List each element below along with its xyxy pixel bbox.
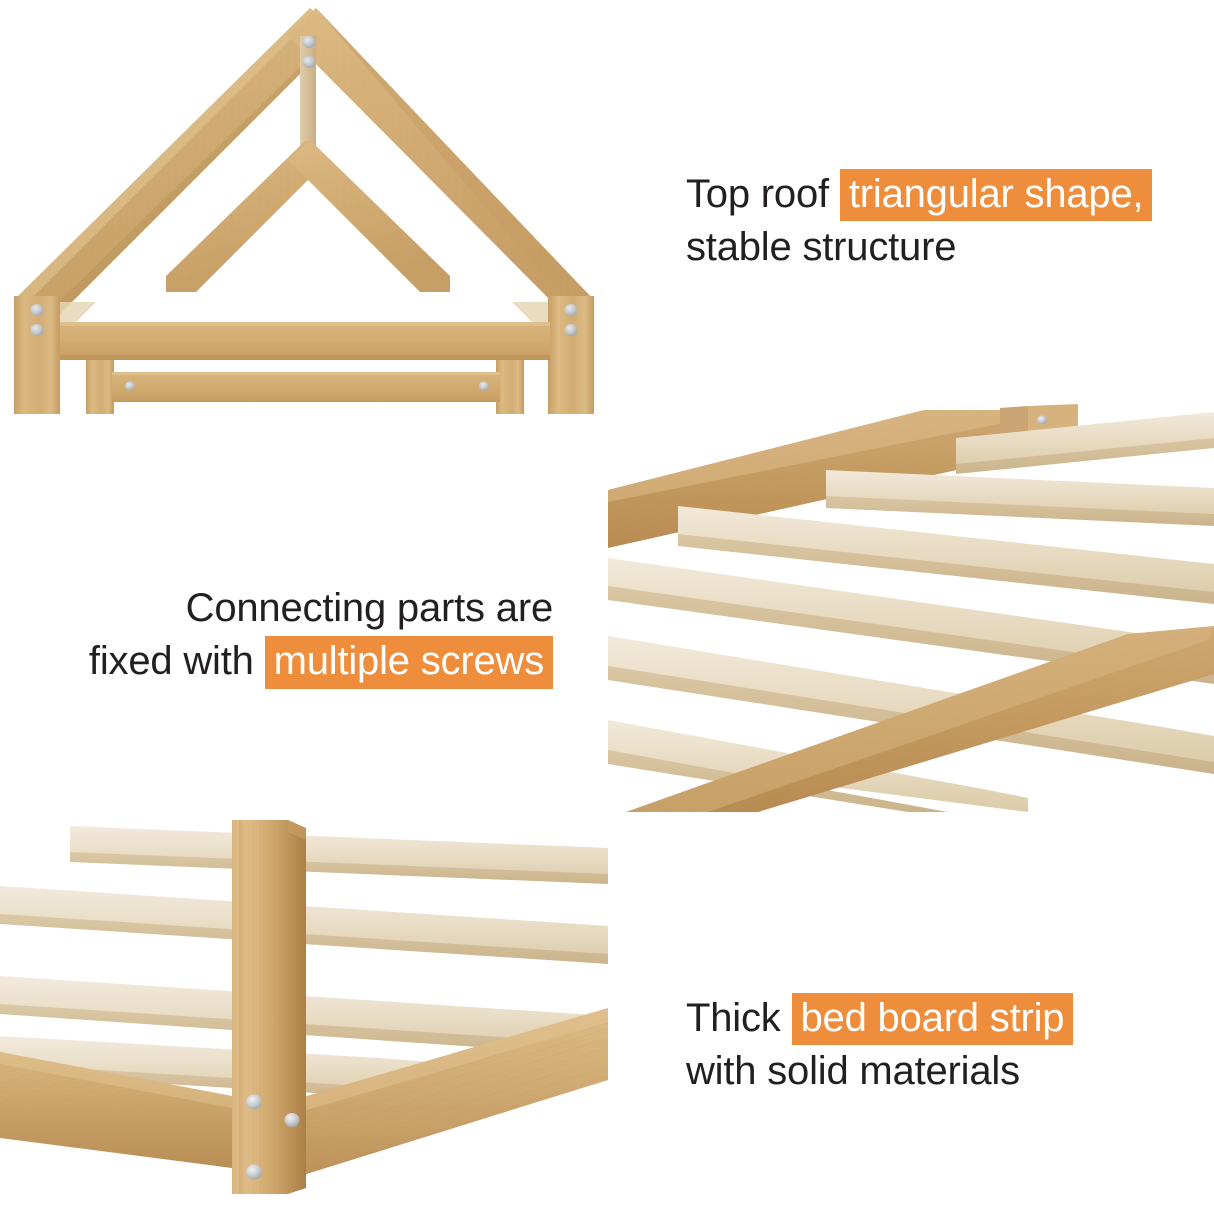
caption-board-line2: with solid materials (686, 1045, 1073, 1098)
caption-roof-line2-plain: stable structure (686, 225, 957, 270)
corner-right-rail (300, 1008, 608, 1176)
photo-bed-slats (608, 398, 1214, 812)
caption-roof-highlight: triangular shape, (839, 169, 1153, 222)
caption-top-roof: Top roof triangular shape, stable struct… (686, 168, 1153, 275)
roof-right-rafter (286, 8, 594, 316)
roof-center-post (300, 36, 316, 162)
corner-screws (246, 1094, 300, 1180)
caption-screws-line1-plain: Connecting parts are (185, 586, 554, 630)
slat-screw (1037, 415, 1047, 425)
caption-roof-line1: Top roof triangular shape, (686, 168, 1153, 222)
roof-screws (30, 36, 578, 391)
caption-screws-highlight: multiple screws (264, 636, 553, 689)
caption-screws-line2-plain: fixed with (88, 639, 254, 684)
roof-lower-rail (112, 372, 500, 402)
caption-screws-line1: Connecting parts are (53, 582, 554, 635)
corner-post (232, 820, 306, 1194)
caption-connecting-parts: Connecting parts are fixed with multiple… (53, 582, 553, 689)
corner-left-rail (0, 1052, 232, 1168)
caption-roof-line2: stable structure (686, 221, 1152, 274)
slats-side-rail (626, 626, 1214, 812)
roof-crossbeam (60, 322, 550, 360)
roof-left-rafter (14, 8, 340, 316)
caption-board-line1: Thick bed board strip (686, 992, 1074, 1046)
caption-roof-line1-plain: Top roof (686, 172, 829, 216)
photo-roof-frame (0, 0, 608, 416)
caption-board-line1-plain: Thick (686, 996, 781, 1040)
roof-inner-legs (86, 360, 524, 414)
slats-group (608, 412, 1214, 812)
caption-screws-line2: fixed with multiple screws (53, 635, 553, 689)
photo-corner-joint (0, 808, 608, 1214)
roof-inner-braces (166, 140, 450, 292)
caption-board-highlight: bed board strip (791, 993, 1074, 1046)
caption-board-line2-plain: with solid materials (686, 1049, 1020, 1094)
caption-bed-board: Thick bed board strip with solid materia… (686, 992, 1074, 1099)
